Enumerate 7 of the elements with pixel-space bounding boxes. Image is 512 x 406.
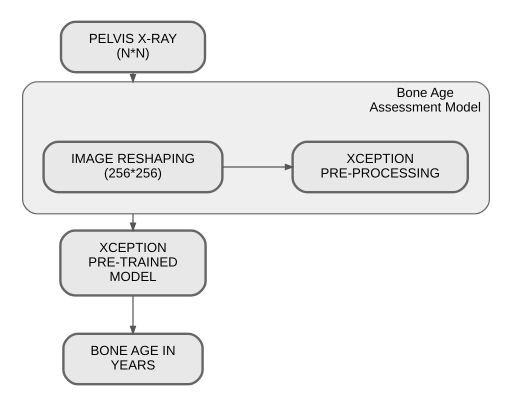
arrow [222, 164, 294, 170]
node-box: IMAGE RESHAPING (256*256) [42, 140, 224, 194]
arrow [130, 214, 136, 232]
node-box: XCEPTION PRE-PROCESSING [291, 140, 469, 194]
arrow [130, 296, 136, 336]
node-box: XCEPTION PRE-TRAINED MODEL [59, 229, 207, 297]
node-box: BONE AGE IN YEARS [62, 332, 204, 386]
